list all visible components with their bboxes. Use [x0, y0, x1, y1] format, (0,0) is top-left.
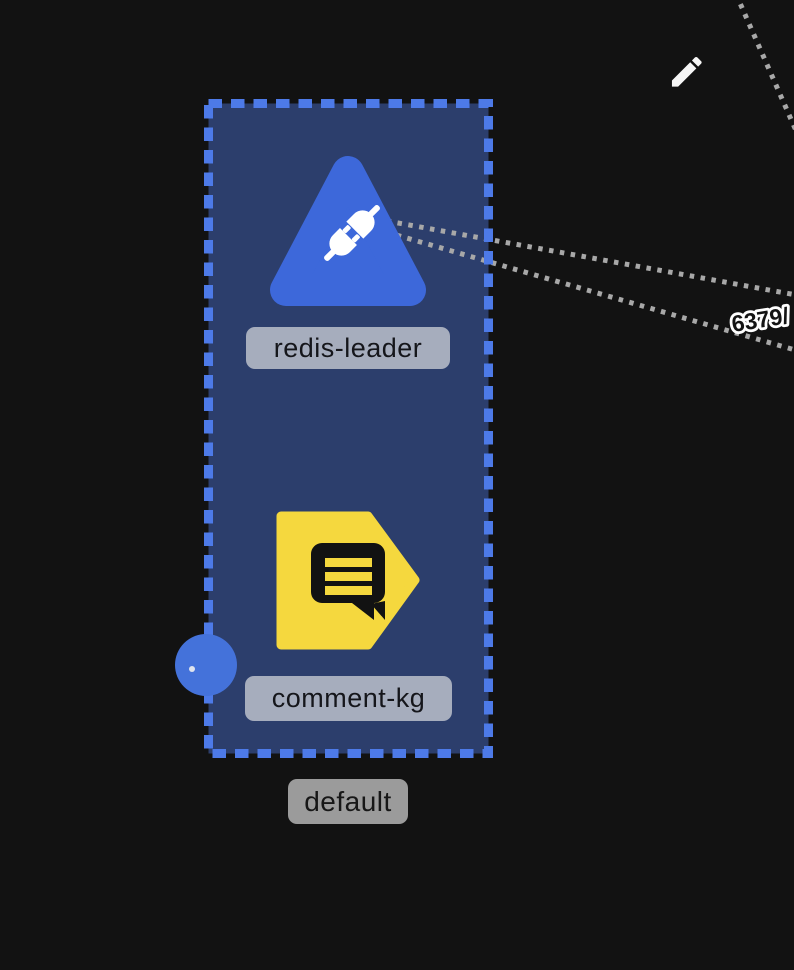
- node-label-redis-leader[interactable]: redis-leader: [246, 327, 450, 369]
- node-label-comment-kg[interactable]: comment-kg: [245, 676, 452, 721]
- handle-dot: [189, 666, 195, 672]
- node-redis-leader[interactable]: [270, 156, 426, 306]
- edit-pencil-icon[interactable]: [671, 56, 702, 87]
- comment-bubble-icon: [311, 543, 385, 620]
- edge-top-right[interactable]: [735, 0, 794, 142]
- namespace-label-default[interactable]: default: [288, 779, 408, 824]
- plug-disconnected-icon: [324, 205, 380, 261]
- edge-port-label: 6379/: [730, 302, 792, 337]
- connection-handle[interactable]: [175, 634, 237, 696]
- edge-redis-upper[interactable]: [364, 214, 794, 298]
- edges-layer: [364, 0, 794, 353]
- namespace-group-selection-border[interactable]: [204, 99, 493, 758]
- node-comment-kg[interactable]: [276, 511, 420, 650]
